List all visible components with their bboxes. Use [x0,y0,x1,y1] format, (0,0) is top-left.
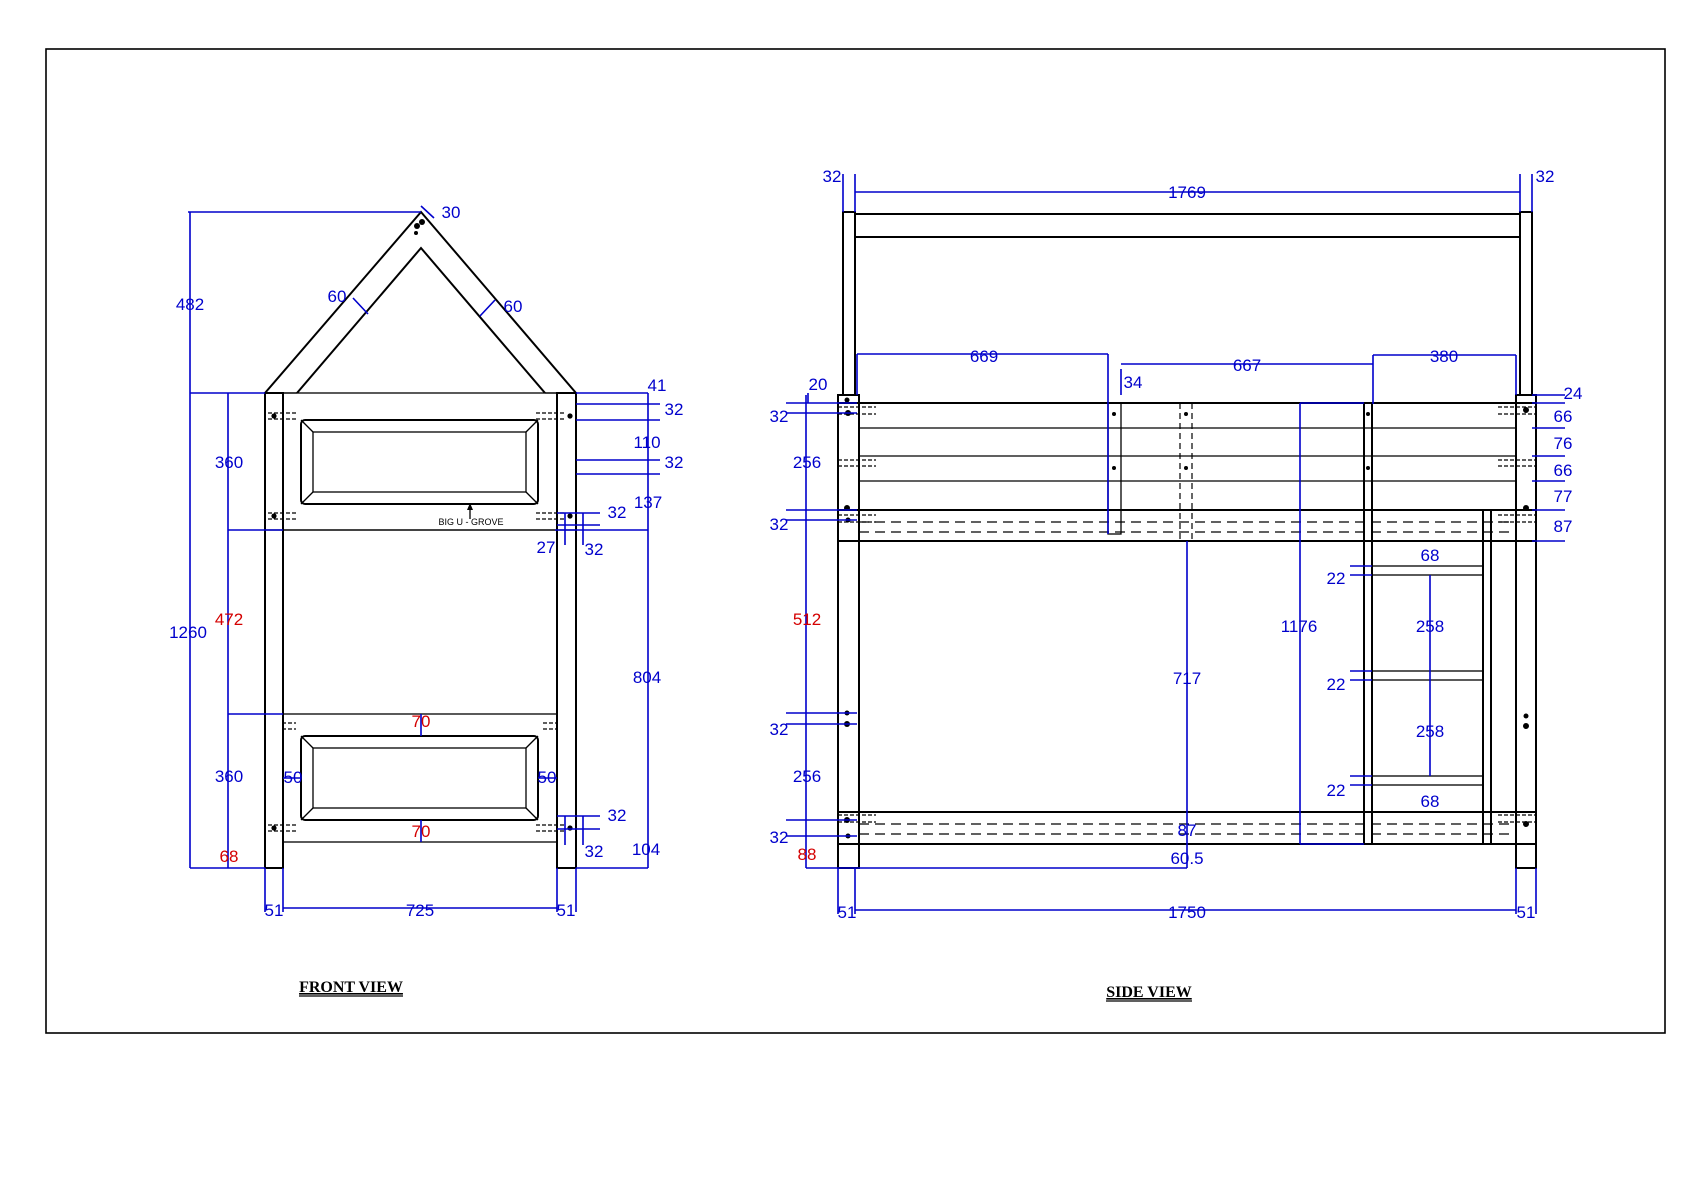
side-dim-4: 667 [1233,356,1261,375]
sheet-border [45,48,1666,1034]
side-dim-13: 66 [1554,461,1573,480]
side-view-title: SIDE VIEW [1106,984,1192,1001]
front-hardware [268,412,573,832]
front-dim-5: 32 [665,400,684,419]
side-hardware [838,397,1536,839]
front-dim-12: 360 [215,453,243,472]
front-dim-10: 27 [537,538,556,557]
side-dim-23: 22 [1327,675,1346,694]
front-dim-22: 32 [585,842,604,861]
front-dim-24: 104 [632,840,660,859]
side-dim-15: 32 [770,515,789,534]
front-dim-21: 32 [608,806,627,825]
side-dim-22: 717 [1173,669,1201,688]
front-dim-4: 41 [648,376,667,395]
side-dim-29: 32 [770,828,789,847]
big-u-grove-label: BIG U - GROVE [438,517,503,527]
side-dim-26: 256 [793,767,821,786]
front-dim-9: 32 [608,503,627,522]
front-top-panel [300,419,539,505]
side-dim-18: 22 [1327,569,1346,588]
side-dim-5: 380 [1430,347,1458,366]
side-dim-1: 1769 [1168,183,1206,202]
side-dim-6: 20 [809,375,828,394]
side-dim-3: 669 [970,347,998,366]
front-left-post [264,392,284,869]
front-roof [264,210,577,394]
front-view-title: FRONT VIEW [299,979,403,996]
side-dim-28: 68 [1421,792,1440,811]
front-top-rail [264,392,577,531]
side-dim-9: 32 [770,407,789,426]
front-dim-20: 70 [412,822,431,841]
front-dim-25: 51 [265,901,284,920]
front-dim-18: 50 [284,768,303,787]
front-dim-3: 60 [504,297,523,316]
side-dim-30: 87 [1178,821,1197,840]
side-dim-33: 51 [838,903,857,922]
side-dim-2: 32 [1536,167,1555,186]
side-dimension-lines [786,174,1565,914]
ladder-rung-2 [1371,670,1484,681]
side-dim-31: 88 [798,845,817,864]
front-dim-0: 482 [176,295,204,314]
side-dim-34: 1750 [1168,903,1206,922]
side-right-post [1515,394,1537,869]
front-dim-8: 137 [634,493,662,512]
front-dim-17: 360 [215,767,243,786]
front-dim-26: 725 [406,901,434,920]
front-dim-6: 110 [633,433,660,452]
front-dim-1: 30 [442,203,461,222]
front-dim-15: 804 [633,668,661,687]
front-dim-11: 32 [585,540,604,559]
side-dimension-labels: 32 1769 32 669 667 380 20 34 24 32 66 76… [770,167,1583,922]
side-dim-16: 87 [1554,517,1573,536]
front-dim-7: 32 [665,453,684,472]
side-dim-10: 66 [1554,407,1573,426]
front-dim-13: 1260 [169,623,207,642]
front-right-post [556,392,577,869]
side-dim-27: 22 [1327,781,1346,800]
ladder-rung-1 [1371,565,1484,576]
side-dim-7: 34 [1124,373,1143,392]
side-dim-35: 51 [1517,903,1536,922]
side-dim-20: 512 [793,610,821,629]
front-view-drawing: BIG U - GROVE [264,210,577,869]
side-dim-11: 76 [1554,434,1573,453]
side-dim-0: 32 [823,167,842,186]
side-dim-25: 258 [1416,722,1444,741]
side-dim-12: 256 [793,453,821,472]
front-dimension-lines [188,205,660,912]
front-dim-2: 60 [328,287,347,306]
front-dim-23: 68 [220,847,239,866]
front-dim-27: 51 [557,901,576,920]
ladder-frame [1363,402,1373,845]
front-dim-19: 50 [538,768,557,787]
side-dim-14: 77 [1554,487,1573,506]
side-dim-24: 32 [770,720,789,739]
side-dim-17: 68 [1421,546,1440,565]
side-right-post-tall [1519,211,1533,396]
side-dim-21: 258 [1416,617,1444,636]
side-dim-8: 24 [1564,384,1583,403]
side-left-post-tall [842,211,856,396]
side-dim-32: 60.5 [1170,849,1203,868]
front-dim-16: 70 [412,712,431,731]
front-dimension-labels: 482 30 60 60 41 32 110 32 137 32 27 32 3… [169,203,683,920]
side-view-drawing [837,211,1537,869]
front-dim-14: 472 [215,610,243,629]
ladder-rung-3 [1371,775,1484,786]
side-dim-19: 1176 [1281,617,1318,636]
